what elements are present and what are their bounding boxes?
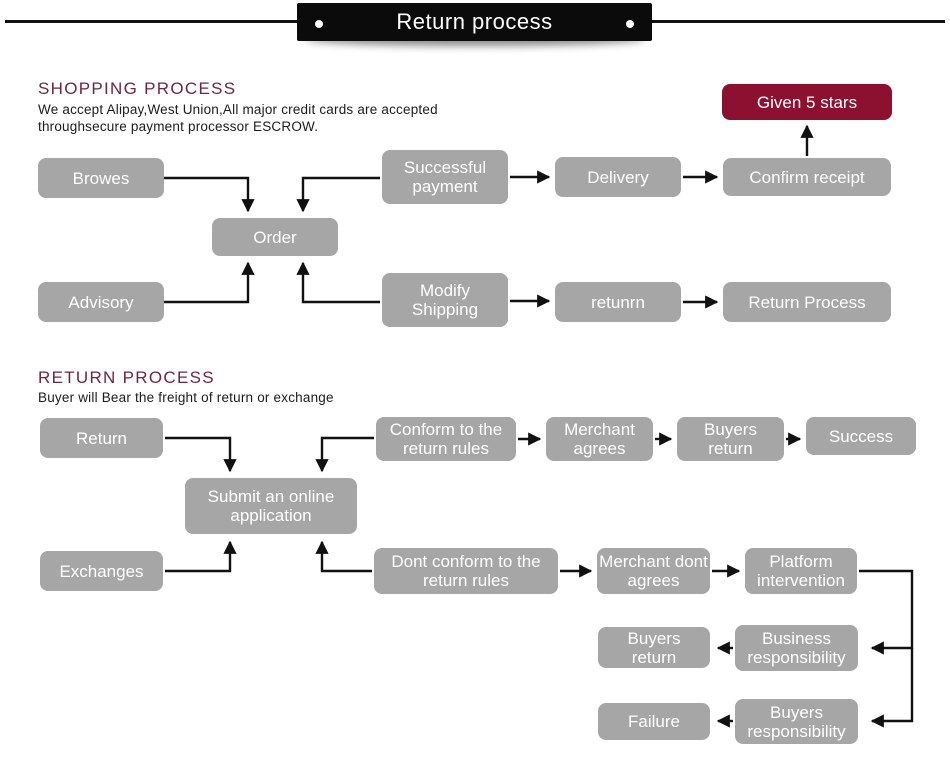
node-merchant-dont-agrees: Merchant dont agrees <box>597 548 710 594</box>
node-browes: Browes <box>38 158 164 198</box>
node-failure: Failure <box>598 703 710 740</box>
banner-title: Return process <box>396 9 553 34</box>
node-delivery: Delivery <box>555 157 681 197</box>
shopping-subtitle-line2: throughsecure payment processor ESCROW. <box>38 119 319 134</box>
node-order: Order <box>212 218 338 256</box>
node-successful-payment: Successful payment <box>382 150 508 204</box>
edge-dont-conform-submit <box>315 540 372 573</box>
edge-platform-buyers-responsibility <box>870 648 914 728</box>
edge-conform-submit <box>315 436 374 473</box>
node-buyers-return-2: Buyers return <box>598 627 710 668</box>
return-subtitle: Buyer will Bear the freight of return or… <box>38 390 334 405</box>
node-buyers-responsibility: Buyers responsibility <box>735 699 858 744</box>
edge-browes-order <box>164 176 255 213</box>
edge-exchanges-submit <box>165 540 237 573</box>
banner-dot-right-icon <box>626 20 634 28</box>
banner-dot-left-icon <box>315 20 323 28</box>
banner: Return process <box>297 3 652 41</box>
edge-platform-business-responsibility <box>859 569 914 655</box>
shopping-subtitle-line1: We accept Alipay,West Union,All major cr… <box>38 102 438 117</box>
node-return: Return <box>40 418 163 458</box>
node-dont-conform-rules: Dont conform to the return rules <box>374 548 558 594</box>
node-submit-application: Submit an online application <box>185 478 357 534</box>
edge-modify-shipping-order <box>296 261 380 304</box>
node-platform-intervention: Platform intervention <box>745 548 857 594</box>
node-merchant-agrees: Merchant agrees <box>546 417 653 461</box>
node-advisory: Advisory <box>38 282 164 322</box>
shopping-process-heading: SHOPPING PROCESS <box>38 79 237 98</box>
node-success: Success <box>806 417 916 455</box>
edge-advisory-order <box>164 261 255 304</box>
node-given-5-stars: Given 5 stars <box>722 84 892 120</box>
node-buyers-return-1: Buyers return <box>677 417 784 461</box>
node-return-process: Return Process <box>723 282 891 322</box>
node-business-responsibility: Business responsibility <box>735 625 858 671</box>
edge-return-submit <box>165 436 237 473</box>
node-exchanges: Exchanges <box>40 551 163 591</box>
node-modify-shipping: Modify Shipping <box>382 273 508 327</box>
edge-successful-payment-order <box>296 176 380 213</box>
node-confirm-receipt: Confirm receipt <box>723 158 891 196</box>
node-retunrn: retunrn <box>555 282 681 322</box>
node-conform-rules: Conform to the return rules <box>376 417 516 461</box>
return-process-heading: RETURN PROCESS <box>38 368 215 387</box>
